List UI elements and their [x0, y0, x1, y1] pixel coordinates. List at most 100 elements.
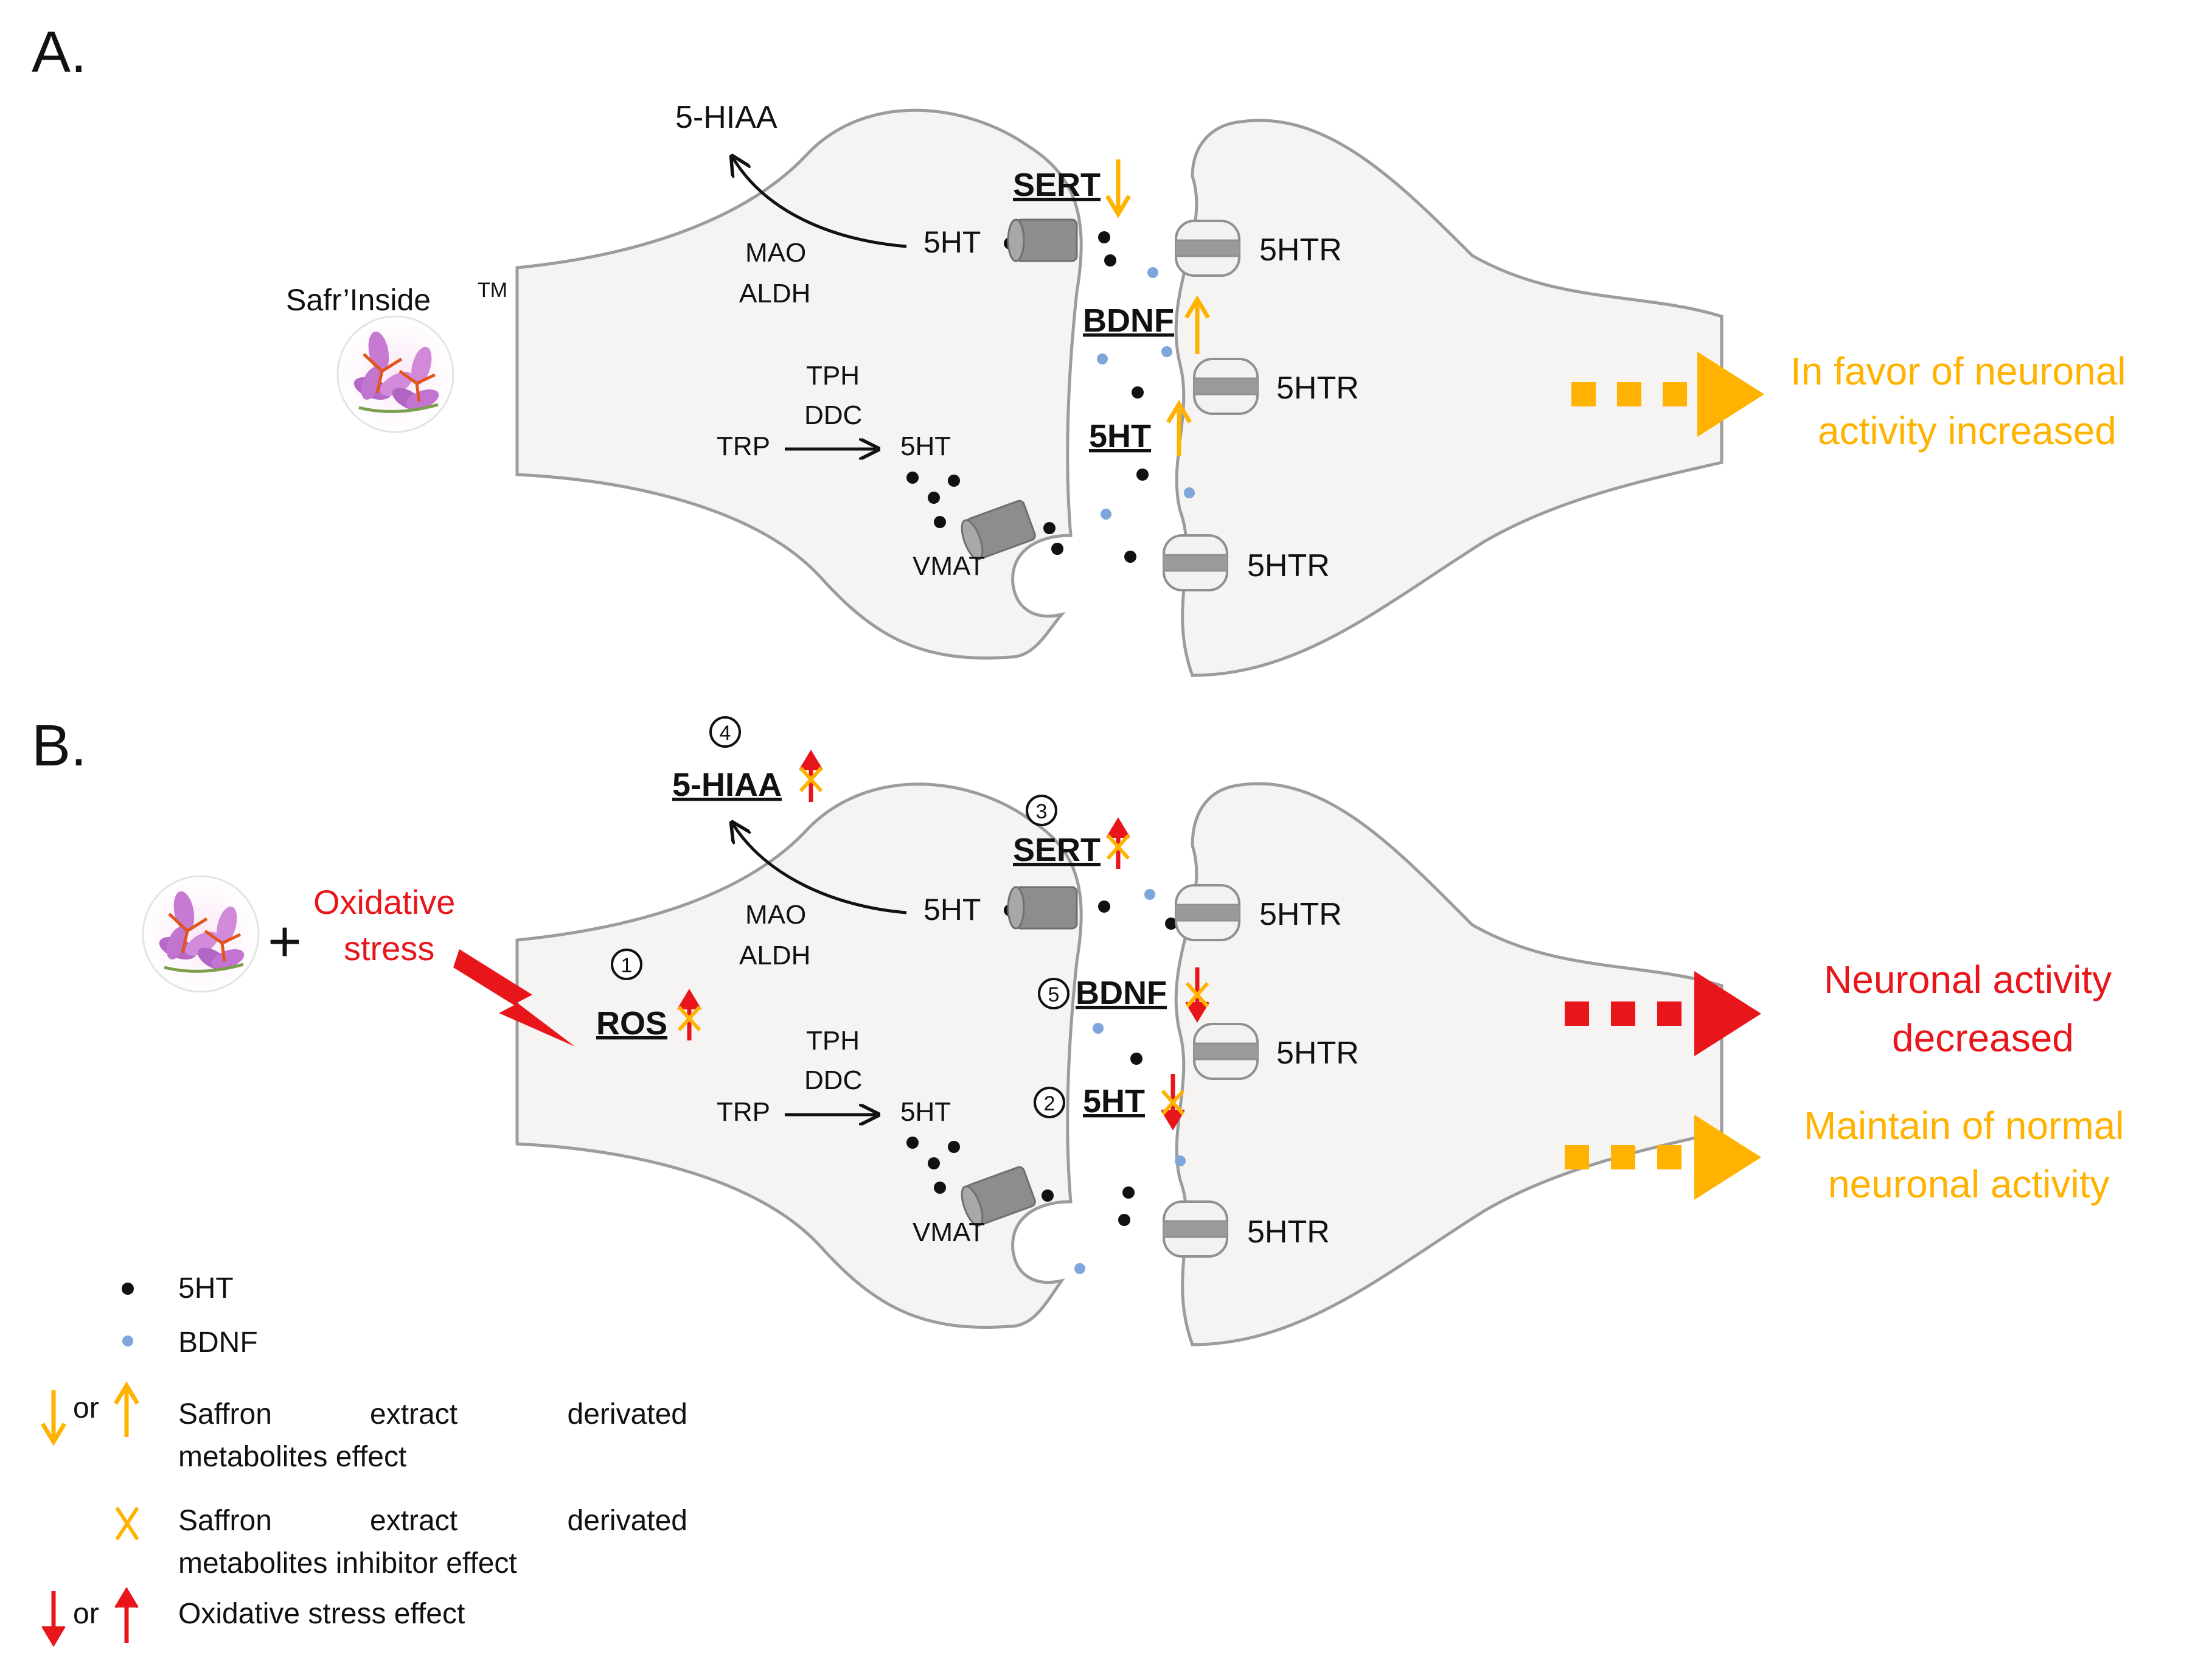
outcome-a-line1: In favor of neuronal: [1790, 349, 2126, 393]
receptor-a2: [1193, 358, 1259, 415]
legend-oxidative-label: Oxidative stress effect: [178, 1598, 465, 1630]
svg-text:2: 2: [1044, 1092, 1056, 1115]
panel-a-letter: A.: [32, 19, 87, 85]
outcome-b-orange-line2: neuronal activity: [1828, 1162, 2109, 1206]
mao-b-label: MAO: [745, 900, 806, 930]
legend-ht-dot: [122, 1283, 134, 1295]
legend-saffron-w3: derivated: [568, 1398, 687, 1430]
receptor-a1: [1175, 220, 1240, 277]
arrow-down-red-inhibited-icon: [1185, 967, 1209, 1023]
legend-arrow-up-red-icon: [114, 1587, 139, 1643]
bdnf-a-label: BDNF: [1083, 302, 1174, 339]
ht-cleft-b-label: 5HT: [1083, 1083, 1145, 1120]
step-marker-5: 5: [1038, 978, 1069, 1009]
arrow-up-orange-icon: [1184, 295, 1211, 354]
panel-b: B. + Oxidative stress 4 3 1 5 2: [32, 713, 2124, 1346]
arrow-up-red-inhibited-icon: [677, 989, 701, 1040]
legend-arrow-down-orange-icon: [40, 1390, 67, 1446]
receptor-b2-label: 5HTR: [1276, 1036, 1359, 1071]
legend-or-2: or: [73, 1598, 99, 1630]
ddc-b-label: DDC: [804, 1065, 862, 1095]
ht-pre-mid-b-label: 5HT: [900, 1097, 951, 1127]
legend-bdnf-dot: [122, 1336, 133, 1346]
postsynaptic-neuron-a: [1174, 119, 1723, 677]
legend: 5HT BDNF or Saffron extract derivated me…: [40, 1272, 687, 1647]
outcome-b-red-line1: Neuronal activity: [1824, 958, 2112, 1001]
legend-inhib-w3: derivated: [568, 1505, 687, 1537]
metabolism-arrow-b: [733, 824, 907, 914]
outcome-b-orange-line1: Maintain of normal: [1804, 1104, 2124, 1148]
sert-a-label: SERT: [1013, 167, 1101, 203]
panel-b-letter: B.: [32, 713, 87, 778]
legend-inhib-w1: Saffron: [178, 1505, 272, 1537]
step-marker-2: 2: [1034, 1087, 1065, 1118]
receptor-b3: [1163, 1200, 1228, 1258]
vesicle-molecules-a: [906, 472, 1063, 555]
trp-a-label: TRP: [717, 431, 770, 461]
outcome-b-red-line2: decreased: [1892, 1016, 2074, 1060]
saffron-flower-a-icon: [338, 316, 453, 432]
arrow-up-red-inhibited-icon: [1106, 817, 1130, 869]
tph-b-label: TPH: [806, 1026, 860, 1056]
presynaptic-neuron-a: [515, 108, 1083, 660]
receptor-b1: [1175, 884, 1240, 941]
hiaa-b-label: 5-HIAA: [672, 767, 782, 803]
legend-inhib-w2: extract: [370, 1505, 457, 1537]
step-marker-3: 3: [1026, 795, 1057, 826]
sert-transporter-a: [1007, 218, 1078, 262]
receptor-a3: [1163, 534, 1228, 591]
tph-a-label: TPH: [806, 361, 860, 391]
presynaptic-neuron-b: [515, 782, 1083, 1329]
stress-line1: Oxidative: [313, 883, 455, 921]
arrow-up-orange-icon: [1166, 400, 1192, 456]
svg-text:4: 4: [720, 722, 731, 745]
panel-a: A. Safr’Inside TM 5-HIAA MAO ALDH 5HT SE…: [32, 19, 2126, 677]
vmat-b-label: VMAT: [913, 1217, 985, 1247]
legend-inhibitor-x-icon: [115, 1506, 139, 1541]
outcome-a-line2: activity increased: [1818, 409, 2116, 453]
mao-a-label: MAO: [745, 238, 806, 268]
cleft-molecules-a: [1097, 231, 1195, 563]
metabolism-arrow-a: [733, 158, 907, 248]
svg-text:5: 5: [1048, 983, 1060, 1006]
output-arrow-b-orange: [1565, 1115, 1761, 1200]
stress-line2: stress: [344, 929, 434, 967]
legend-saffron-line2: metabolites effect: [178, 1441, 406, 1473]
legend-arrow-up-orange-icon: [113, 1381, 140, 1437]
vmat-a-label: VMAT: [913, 551, 985, 581]
brand-tm: TM: [478, 279, 507, 302]
step-marker-1: 1: [611, 949, 642, 980]
legend-arrow-down-red-icon: [41, 1591, 66, 1647]
receptor-a2-label: 5HTR: [1276, 371, 1359, 406]
legend-bdnf-label: BDNF: [178, 1326, 258, 1359]
lightning-bolt-icon: [453, 949, 575, 1047]
ddc-a-label: DDC: [804, 400, 862, 430]
arrow-down-orange-icon: [1105, 159, 1132, 218]
aldh-a-label: ALDH: [739, 279, 810, 308]
brand-label: Safr’Inside: [286, 283, 431, 317]
arrow-up-red-inhibited-icon: [799, 750, 823, 802]
hiaa-a-label: 5-HIAA: [675, 100, 777, 135]
svg-text:3: 3: [1036, 800, 1048, 823]
receptor-a3-label: 5HTR: [1247, 548, 1330, 583]
arrow-down-red-inhibited-icon: [1161, 1074, 1185, 1130]
receptor-a1-label: 5HTR: [1259, 232, 1342, 268]
receptor-b3-label: 5HTR: [1247, 1214, 1330, 1250]
sert-b-label: SERT: [1013, 832, 1101, 868]
bdnf-b-label: BDNF: [1076, 975, 1167, 1011]
trp-b-label: TRP: [717, 1097, 770, 1127]
receptor-b2: [1193, 1023, 1259, 1080]
receptor-b1-label: 5HTR: [1259, 897, 1342, 932]
output-arrow-a: [1571, 352, 1764, 437]
cleft-molecules-b: [1074, 889, 1186, 1274]
saffron-flower-b-icon: [143, 876, 259, 992]
ht-pre-top-a-label: 5HT: [923, 225, 981, 259]
plus-sign: +: [268, 909, 302, 974]
legend-saffron-w2: extract: [370, 1398, 457, 1430]
svg-text:1: 1: [621, 954, 633, 977]
ht-cleft-a-label: 5HT: [1089, 418, 1151, 455]
ht-pre-mid-a-label: 5HT: [900, 431, 951, 461]
step-marker-4: 4: [709, 716, 741, 748]
legend-saffron-w1: Saffron: [178, 1398, 272, 1430]
